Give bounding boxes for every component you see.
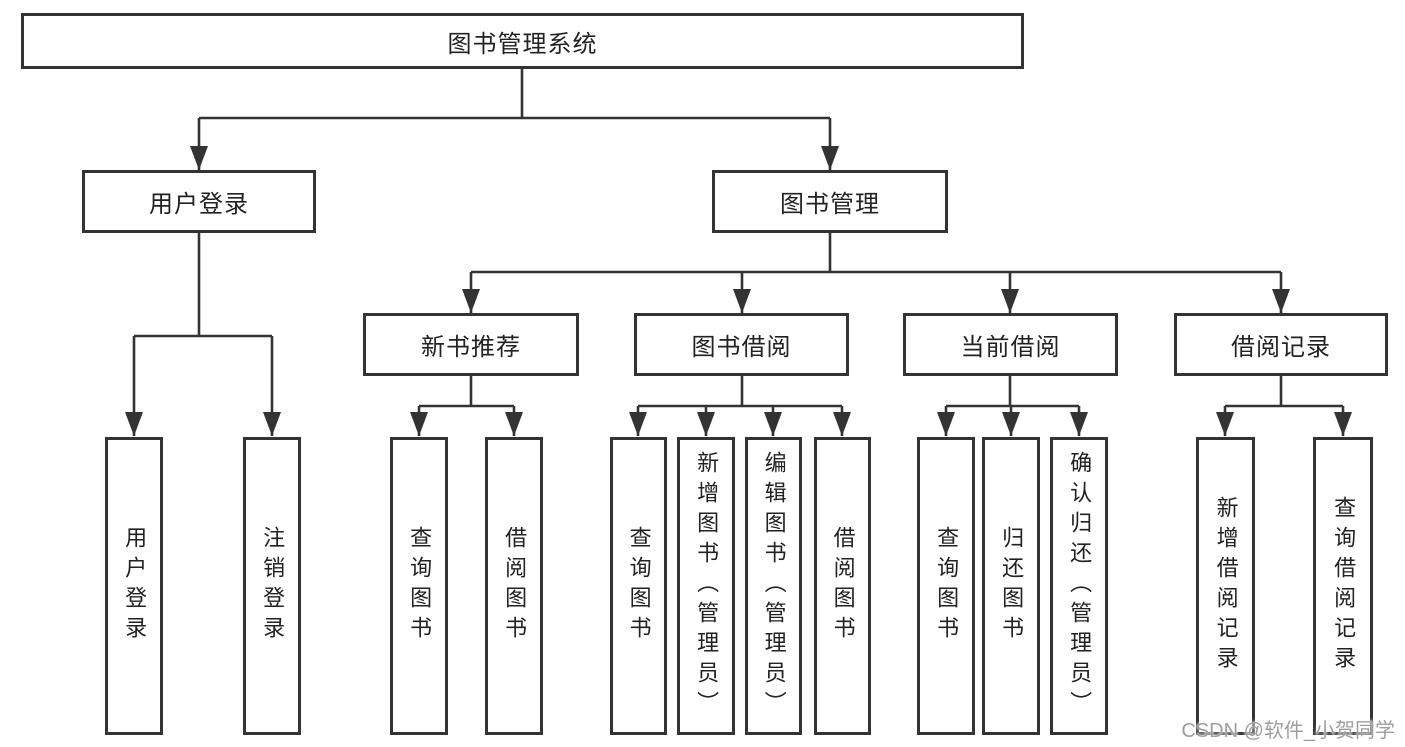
leaf-label: 借阅图书	[830, 526, 856, 646]
leaf-recommend-query-books: 查询图书	[390, 437, 448, 735]
node-new-book-recommendation: 新书推荐	[363, 313, 579, 376]
leaf-label: 查询图书	[934, 526, 960, 646]
leaf-current-return-books: 归还图书	[982, 437, 1040, 735]
leaf-label: 借阅图书	[502, 526, 528, 646]
leaf-records-query-record: 查询借阅记录	[1313, 437, 1373, 735]
leaf-label: 查询图书	[407, 526, 433, 646]
leaf-label: 确认归还（管理员）	[1067, 451, 1093, 721]
leaf-label: 用户登录	[122, 526, 148, 646]
leaf-records-add-record: 新增借阅记录	[1196, 437, 1255, 735]
leaf-user-login: 用户登录	[105, 437, 163, 735]
node-book-management: 图书管理	[712, 170, 948, 233]
leaf-label: 查询图书	[626, 526, 652, 646]
node-current-borrowing: 当前借阅	[903, 313, 1118, 376]
leaf-label: 编辑图书（管理员）	[761, 451, 787, 721]
leaf-label: 注销登录	[260, 526, 286, 646]
node-user-login: 用户登录	[82, 170, 316, 233]
leaf-borrowing-borrow-books: 借阅图书	[814, 437, 871, 735]
node-root: 图书管理系统	[21, 13, 1024, 69]
leaf-borrowing-add-books-admin: 新增图书（管理员）	[677, 437, 735, 735]
node-borrowing-records: 借阅记录	[1174, 313, 1388, 376]
node-book-borrowing: 图书借阅	[634, 313, 849, 376]
leaf-label: 归还图书	[999, 526, 1025, 646]
leaf-borrowing-query-books: 查询图书	[610, 437, 667, 735]
leaf-label: 新增借阅记录	[1213, 496, 1239, 676]
csdn-watermark: CSDN @软件_小贺同学	[1181, 720, 1395, 742]
leaf-borrowing-edit-books-admin: 编辑图书（管理员）	[745, 437, 802, 735]
leaf-label: 新增图书（管理员）	[694, 451, 720, 721]
leaf-logout: 注销登录	[243, 437, 301, 735]
leaf-label: 查询借阅记录	[1331, 496, 1357, 676]
leaf-current-query-books: 查询图书	[917, 437, 975, 735]
leaf-current-confirm-return-admin: 确认归还（管理员）	[1050, 437, 1108, 735]
leaf-recommend-borrow-books: 借阅图书	[485, 437, 543, 735]
